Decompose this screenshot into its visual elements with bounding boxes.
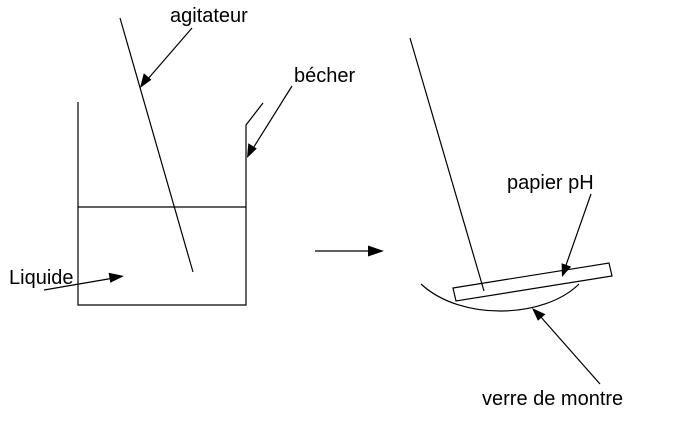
arrowhead-papier-ph — [561, 263, 572, 277]
leader-liquide — [43, 277, 115, 291]
leader-becher — [251, 85, 293, 151]
arrowhead-becher — [247, 143, 257, 158]
ph-paper-strip — [452, 262, 613, 302]
arrowhead-liquide — [108, 272, 124, 283]
leader-agitateur — [146, 27, 193, 81]
transition-arrowhead — [368, 245, 384, 257]
label-becher-group: bécher — [247, 65, 355, 158]
label-agitateur: agitateur — [170, 5, 248, 27]
label-verre-de-montre: verre de montre — [482, 388, 623, 410]
label-liquide-group: Liquide — [9, 267, 124, 291]
label-papier-ph: papier pH — [507, 172, 594, 194]
label-agitateur-group: agitateur — [140, 5, 248, 88]
stirring-rod-touching — [409, 37, 485, 292]
label-becher: bécher — [294, 65, 355, 87]
stirring-rod — [119, 17, 194, 273]
leader-papier-ph — [564, 193, 592, 269]
beaker-outline — [77, 102, 264, 306]
transition-arrow — [315, 245, 384, 257]
arrowhead-verre-de-montre — [532, 308, 546, 321]
watch-glass — [420, 283, 580, 312]
arrowhead-agitateur — [140, 73, 152, 88]
leader-verre-de-montre — [539, 315, 601, 385]
label-papier-ph-group: papier pH — [507, 172, 594, 277]
label-liquide: Liquide — [9, 267, 74, 289]
label-verre-de-montre-group: verre de montre — [482, 308, 623, 410]
beaker-scene — [77, 17, 264, 306]
watch-glass-scene — [409, 37, 613, 312]
